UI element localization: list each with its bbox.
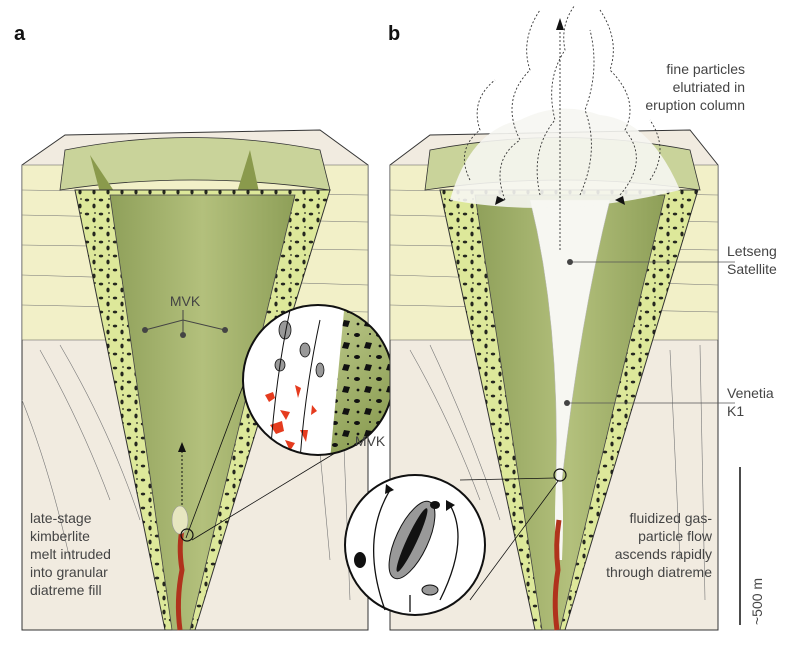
svg-text:melt intruded: melt intruded bbox=[30, 546, 111, 562]
svg-text:ascends rapidly: ascends rapidly bbox=[615, 546, 712, 562]
panel-a-caption: late-stage kimberlite melt intruded into… bbox=[30, 510, 111, 598]
scale-bar: ~500 m bbox=[739, 467, 765, 625]
svg-text:into granular: into granular bbox=[30, 564, 108, 580]
inset-mvk-label: MVK bbox=[355, 433, 386, 449]
mvk-label: MVK bbox=[170, 293, 201, 309]
eruption-column bbox=[450, 4, 680, 250]
svg-text:diatreme fill: diatreme fill bbox=[30, 582, 102, 598]
kimberlite-melt-b bbox=[552, 519, 562, 631]
satellite-label: Satellite bbox=[727, 261, 777, 277]
svg-text:late-stage: late-stage bbox=[30, 510, 92, 526]
svg-text:fluidized gas-: fluidized gas- bbox=[630, 510, 713, 526]
svg-text:elutriated in: elutriated in bbox=[673, 79, 745, 95]
letseng-label: Letseng bbox=[727, 243, 777, 259]
panel-b-letter: b bbox=[388, 23, 400, 45]
mvk-pointer bbox=[144, 310, 226, 335]
red-melt-fragments bbox=[265, 385, 317, 451]
svg-text:particle flow: particle flow bbox=[638, 528, 713, 544]
panel-a: MVK bbox=[14, 23, 394, 631]
svg-text:eruption column: eruption column bbox=[645, 97, 745, 113]
k1-label: K1 bbox=[727, 403, 744, 419]
svg-text:through diatreme: through diatreme bbox=[606, 564, 712, 580]
venetia-label: Venetia bbox=[727, 385, 774, 401]
svg-text:kimberlite: kimberlite bbox=[30, 528, 90, 544]
panel-b: Letseng Satellite Venetia K1 b fine part… bbox=[344, 4, 777, 631]
scale-bar-label: ~500 m bbox=[749, 578, 765, 625]
svg-text:fine particles: fine particles bbox=[666, 61, 745, 77]
inset-gas-particle-flow-b bbox=[344, 474, 486, 616]
column-caption: fine particles elutriated in eruption co… bbox=[645, 61, 745, 113]
panel-a-letter: a bbox=[14, 23, 26, 45]
inset-magnified-texture-a: MVK bbox=[242, 304, 394, 456]
panel-b-caption: fluidized gas- particle flow ascends rap… bbox=[606, 510, 713, 580]
